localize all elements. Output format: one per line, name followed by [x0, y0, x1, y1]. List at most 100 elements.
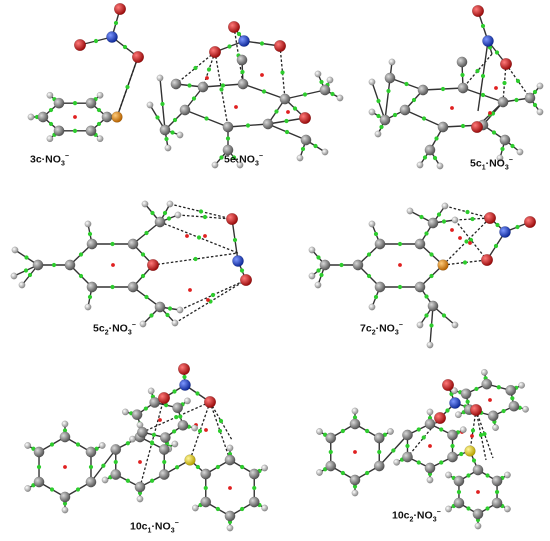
carbon-atom	[447, 429, 458, 441]
bond-critical-point	[88, 464, 94, 470]
carbon-atom	[402, 451, 413, 463]
carbon-atom	[437, 121, 449, 133]
bond-critical-point	[365, 470, 370, 476]
carbon-atom	[414, 281, 426, 293]
carbon-atom	[222, 121, 234, 133]
carbon-atom	[170, 78, 182, 90]
bond-critical-point	[474, 386, 479, 392]
bond-critical-point	[397, 284, 403, 290]
ring-critical-point	[353, 450, 357, 454]
carbon-atom	[172, 402, 184, 414]
hydrogen-atom	[368, 303, 376, 311]
bond-critical-point	[182, 374, 187, 380]
carbon-atom	[352, 259, 364, 271]
ring-critical-point	[228, 486, 232, 490]
carbon-atom	[427, 300, 439, 312]
bond-critical-point	[172, 389, 177, 394]
hydrogen-atom	[504, 505, 511, 513]
bond-critical-point	[170, 130, 175, 135]
bond-critical-point	[501, 408, 506, 414]
bond-critical-point	[482, 431, 487, 437]
bond-critical-point	[96, 121, 102, 127]
hydrogen-atom	[296, 154, 304, 162]
carbon-atom	[32, 259, 44, 271]
hydrogen-atom	[522, 405, 529, 413]
bond-critical-point	[460, 123, 466, 129]
bond-critical-point	[466, 473, 471, 478]
bond-critical-point	[232, 237, 238, 243]
ring-critical-point	[476, 490, 480, 494]
carbon-atom	[159, 124, 171, 136]
hydrogen-bond-line	[209, 401, 233, 441]
carbon-atom	[472, 464, 484, 476]
hydrogen-atom	[184, 397, 191, 405]
ring-critical-point	[450, 106, 454, 110]
hydrogen-atom	[156, 74, 164, 82]
ring-critical-point	[470, 434, 474, 438]
hydrogen-atom	[171, 319, 179, 327]
carbon-atom	[319, 259, 331, 271]
hydrogen-atom	[226, 524, 234, 532]
bond-critical-point	[140, 252, 146, 257]
hydrogen-atom	[426, 408, 434, 416]
ring-critical-point	[286, 110, 290, 114]
bond-critical-point	[252, 485, 257, 491]
bond-critical-point	[125, 441, 130, 446]
hydrogen-bond-line	[462, 53, 493, 89]
bond-critical-point	[475, 68, 480, 74]
bond-critical-point	[172, 117, 178, 123]
carbon-atom	[384, 72, 396, 84]
label-5c1: 5c1·NO3−	[470, 157, 513, 172]
bond-critical-point	[434, 136, 439, 141]
bond-critical-point	[465, 399, 470, 404]
hydrogen-atom	[176, 131, 184, 139]
sulfur-atom	[464, 445, 476, 457]
carbon-atom	[373, 432, 385, 444]
bond-critical-point	[429, 323, 434, 328]
bond-critical-point	[62, 501, 68, 506]
bond-critical-point	[167, 306, 173, 311]
hydrogen-atom	[374, 130, 382, 138]
hydrogen-atom	[416, 161, 424, 169]
bond-critical-point	[215, 464, 220, 470]
bond-critical-point	[376, 98, 381, 104]
hydrogen-atom	[368, 108, 376, 116]
bond-critical-point	[172, 429, 177, 434]
hydrogen-atom	[191, 424, 199, 432]
oxygen-atom	[524, 215, 537, 228]
oxygen-atom	[157, 392, 170, 405]
bond-critical-point	[421, 435, 426, 440]
bond-critical-point	[419, 214, 424, 220]
oxygen-atom	[484, 211, 497, 224]
bond-critical-point	[284, 129, 290, 135]
bond-critical-point	[280, 70, 285, 75]
bond-critical-point	[532, 89, 538, 95]
oxygen-atom	[208, 46, 221, 59]
carbon-atom	[414, 238, 426, 250]
bond-critical-point	[162, 459, 167, 465]
carbon-atom	[373, 460, 385, 472]
hydrogen-atom	[308, 272, 316, 280]
oxygen-atom	[299, 111, 312, 124]
oxygen-atom	[146, 259, 159, 272]
hydrogen-atom	[84, 303, 92, 311]
bond-critical-point	[456, 489, 462, 495]
label-5c2: 5c2·NO3−	[93, 322, 136, 337]
carbon-atom	[200, 468, 212, 480]
carbon-atom	[237, 78, 249, 90]
carbon-atom	[158, 469, 170, 480]
carbon-atom	[85, 125, 97, 137]
bond-critical-point	[144, 230, 149, 236]
bond-critical-point	[202, 214, 208, 220]
hydrogen-atom	[139, 320, 147, 328]
bond-critical-point	[240, 506, 245, 512]
hydrogen-atom	[18, 281, 26, 289]
bond-critical-point	[140, 273, 146, 279]
bond-critical-point	[187, 83, 192, 88]
carbon-atom	[447, 451, 458, 463]
ring-critical-point	[158, 418, 162, 422]
hydrogen-atom	[146, 101, 154, 109]
hydrogen-atom	[459, 426, 467, 434]
sulfur-atom	[184, 454, 196, 466]
bond-critical-point	[197, 428, 203, 434]
